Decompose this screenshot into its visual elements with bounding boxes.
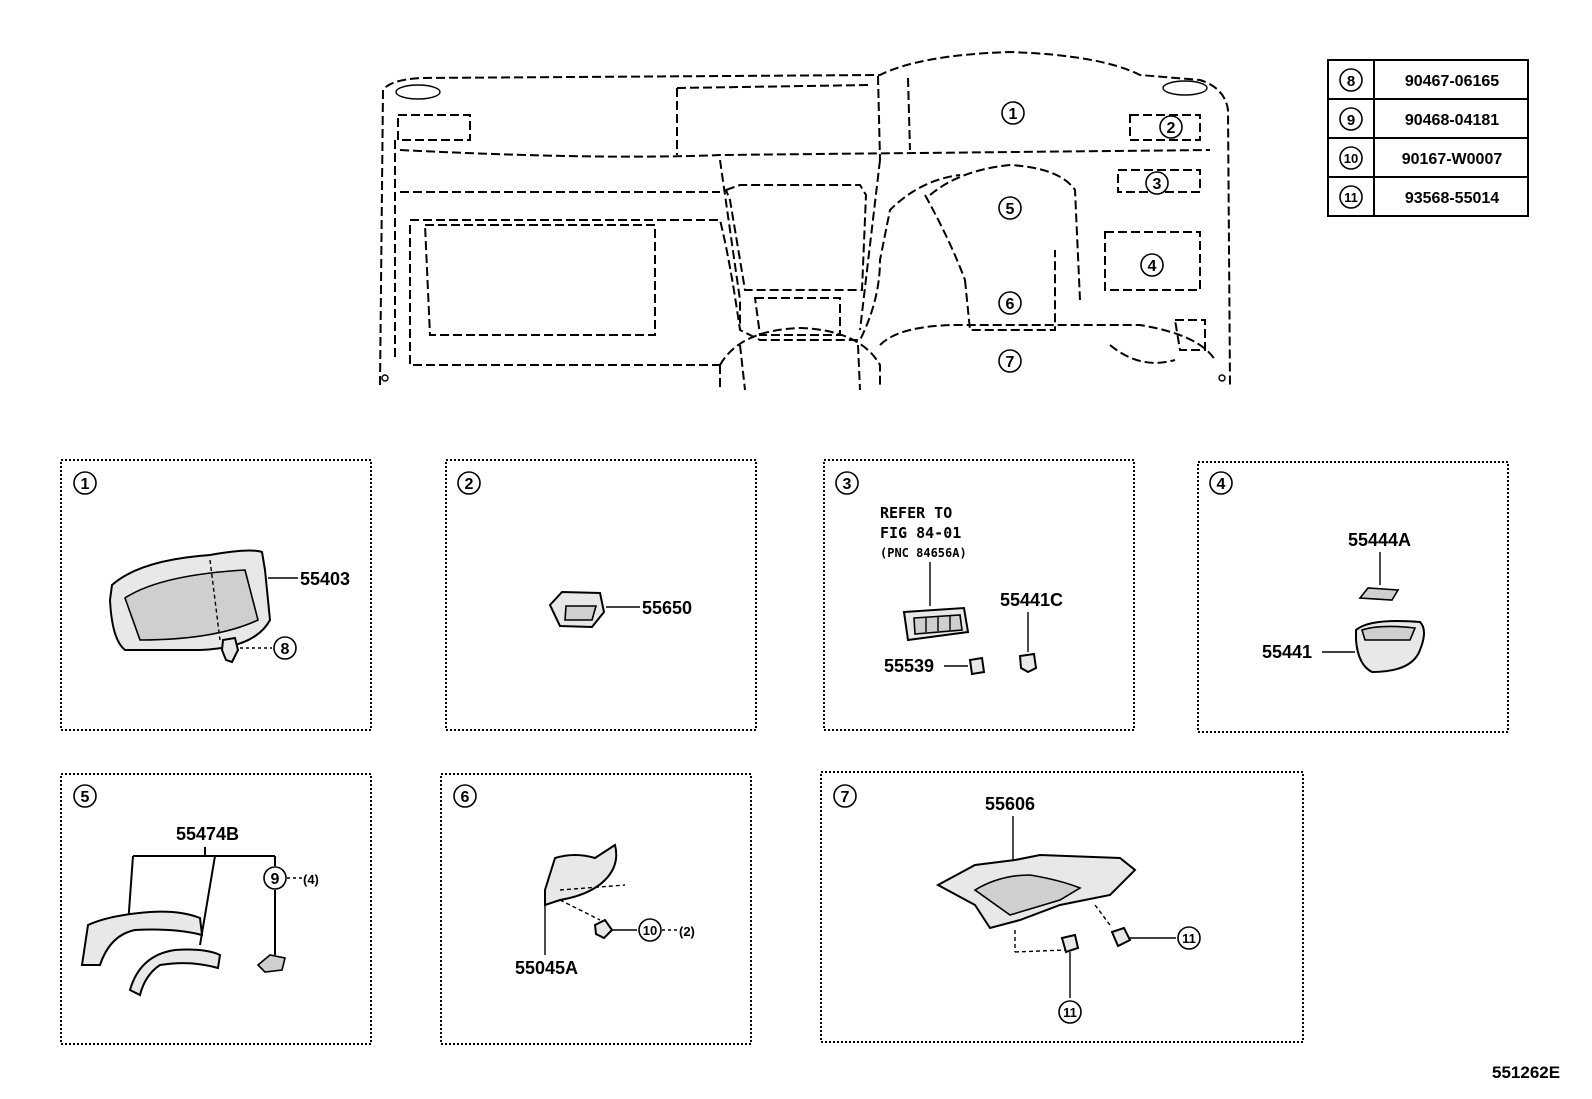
- svg-text:55650: 55650: [642, 598, 692, 618]
- svg-text:1: 1: [81, 476, 90, 493]
- table-row: 10 90167-W0007: [1339, 146, 1503, 170]
- table-row: 11 93568-55014: [1339, 185, 1499, 209]
- svg-text:11: 11: [1182, 931, 1196, 946]
- svg-text:4: 4: [1217, 476, 1226, 493]
- svg-text:(4): (4): [303, 872, 319, 887]
- svg-text:8: 8: [1347, 73, 1355, 90]
- svg-text:3: 3: [1153, 176, 1162, 193]
- overview-callout-2: 2: [1159, 115, 1183, 139]
- svg-text:2: 2: [1167, 120, 1176, 137]
- svg-text:9: 9: [271, 871, 280, 888]
- table-row: 9 90468-04181: [1339, 107, 1499, 131]
- svg-text:55444A: 55444A: [1348, 530, 1411, 550]
- svg-text:REFER TO: REFER TO: [880, 504, 952, 522]
- svg-text:4: 4: [1148, 258, 1157, 275]
- part-55474B-upper-illustration: [80, 910, 204, 966]
- svg-text:1: 1: [1009, 106, 1018, 123]
- svg-text:3: 3: [843, 476, 852, 493]
- svg-text:55045A: 55045A: [515, 958, 578, 978]
- panel-5: 5 55474B 9 (4): [60, 773, 372, 1045]
- panel-7: 7 55606 11 11: [820, 771, 1304, 1043]
- svg-text:FIG 84-01: FIG 84-01: [880, 524, 961, 542]
- bolt-10-illustration: [593, 918, 614, 940]
- clip-8-illustration: [220, 636, 240, 664]
- svg-text:9: 9: [1347, 112, 1355, 129]
- dashboard-overview: 1 2 3 4 5 6 7: [379, 50, 1231, 391]
- overview-callout-3: 3: [1145, 171, 1169, 195]
- part-55444A-illustration: [1358, 587, 1400, 601]
- svg-text:10: 10: [643, 923, 657, 938]
- svg-text:55606: 55606: [985, 794, 1035, 814]
- panel-2: 2 55650: [445, 459, 757, 731]
- illustration-id: 551262E: [1492, 1063, 1560, 1082]
- panel-6: 6 55045A 10 (2): [440, 773, 752, 1045]
- svg-text:7: 7: [1006, 354, 1015, 371]
- bolt-11-lower-illustration: [1060, 933, 1080, 954]
- svg-text:90167-W0007: 90167-W0007: [1402, 151, 1503, 168]
- svg-text:(PNC 84656A): (PNC 84656A): [880, 546, 967, 560]
- svg-text:93568-55014: 93568-55014: [1405, 190, 1499, 207]
- svg-text:11: 11: [1063, 1005, 1077, 1020]
- part-55474B-lower-illustration: [128, 948, 222, 997]
- panel-3: 3 REFER TO FIG 84-01 (PNC 84656A) 55441C…: [823, 459, 1135, 731]
- clip-9-illustration: [256, 954, 286, 973]
- part-55441C-illustration: [1018, 652, 1038, 674]
- callout-table: 8 90467-06165 9 90468-04181 10 90167-W00…: [1327, 59, 1529, 217]
- svg-text:55474B: 55474B: [176, 824, 239, 844]
- panel-1: 1 55403 8: [60, 459, 372, 731]
- svg-text:10: 10: [1344, 151, 1358, 166]
- svg-text:6: 6: [1006, 296, 1015, 313]
- overview-callout-4: 4: [1140, 253, 1164, 277]
- overview-callout-1: 1: [1001, 101, 1025, 125]
- svg-text:7: 7: [841, 789, 850, 806]
- overview-callout-7: 7: [998, 349, 1022, 373]
- svg-text:(2): (2): [679, 924, 695, 939]
- svg-text:90467-06165: 90467-06165: [1405, 73, 1499, 90]
- svg-text:6: 6: [461, 789, 470, 806]
- table-row: 8 90467-06165: [1339, 68, 1499, 92]
- bolt-11-right-illustration: [1110, 926, 1132, 948]
- overview-callout-5: 5: [998, 196, 1022, 220]
- svg-text:90468-04181: 90468-04181: [1405, 112, 1499, 129]
- svg-text:8: 8: [281, 641, 290, 658]
- svg-text:2: 2: [465, 476, 474, 493]
- svg-text:55539: 55539: [884, 656, 934, 676]
- part-55539-illustration: [968, 656, 986, 676]
- svg-text:55403: 55403: [300, 569, 350, 589]
- svg-text:55441C: 55441C: [1000, 590, 1063, 610]
- svg-text:11: 11: [1344, 190, 1358, 205]
- overview-callout-6: 6: [998, 291, 1022, 315]
- svg-text:5: 5: [1006, 201, 1015, 218]
- svg-text:55441: 55441: [1262, 642, 1312, 662]
- svg-text:5: 5: [81, 789, 90, 806]
- panel-4: 4 55444A 55441: [1197, 461, 1509, 733]
